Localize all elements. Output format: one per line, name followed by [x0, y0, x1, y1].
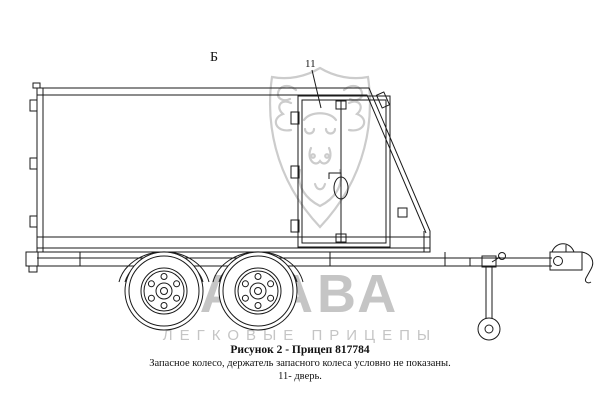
- rear-corner-step: [25, 251, 39, 267]
- box-body-outline: [36, 87, 431, 253]
- side-door-inner: [301, 99, 387, 244]
- side-latch: [397, 207, 408, 218]
- door-lock-bracket: [335, 100, 347, 110]
- figure-caption: Рисунок 2 - Прицеп 817784 Запасное колес…: [0, 344, 600, 382]
- watermark: АГАВА ЛЕГКОВЫЕ ПРИЦЕПЫ: [163, 66, 437, 344]
- wheel-front: [218, 251, 298, 331]
- watermark-logo: [268, 66, 372, 229]
- door-handle-lever: [328, 172, 342, 182]
- side-door: [297, 95, 391, 248]
- view-label: Б: [210, 50, 218, 65]
- watermark-tagline: ЛЕГКОВЫЕ ПРИЦЕПЫ: [163, 327, 437, 344]
- figure-note-door: 11- дверь.: [278, 371, 322, 382]
- marker-light: [32, 82, 41, 89]
- coupling-head: [549, 243, 594, 284]
- rear-hinge: [29, 99, 38, 112]
- door-hinge: [290, 219, 300, 233]
- figure-note-spare-wheel: Запасное колесо, держатель запасного кол…: [149, 358, 451, 369]
- jockey-wheel: [477, 252, 506, 341]
- front-panel-fitting: [375, 91, 391, 109]
- rear-hinge: [29, 157, 38, 170]
- door-hinge: [290, 165, 300, 179]
- door-callout-number: 11: [305, 58, 316, 70]
- wheel-rear: [124, 251, 204, 331]
- figure-title: Рисунок 2 - Прицеп 817784: [230, 344, 370, 356]
- door-lock-bracket: [335, 233, 347, 243]
- door-hinge: [290, 111, 300, 125]
- box-inner-top-edge: [37, 94, 427, 234]
- rear-foot-pad: [28, 265, 38, 273]
- rear-hinge: [29, 215, 38, 228]
- trailer-drawing: [25, 69, 594, 341]
- door-callout-leader: [311, 69, 322, 109]
